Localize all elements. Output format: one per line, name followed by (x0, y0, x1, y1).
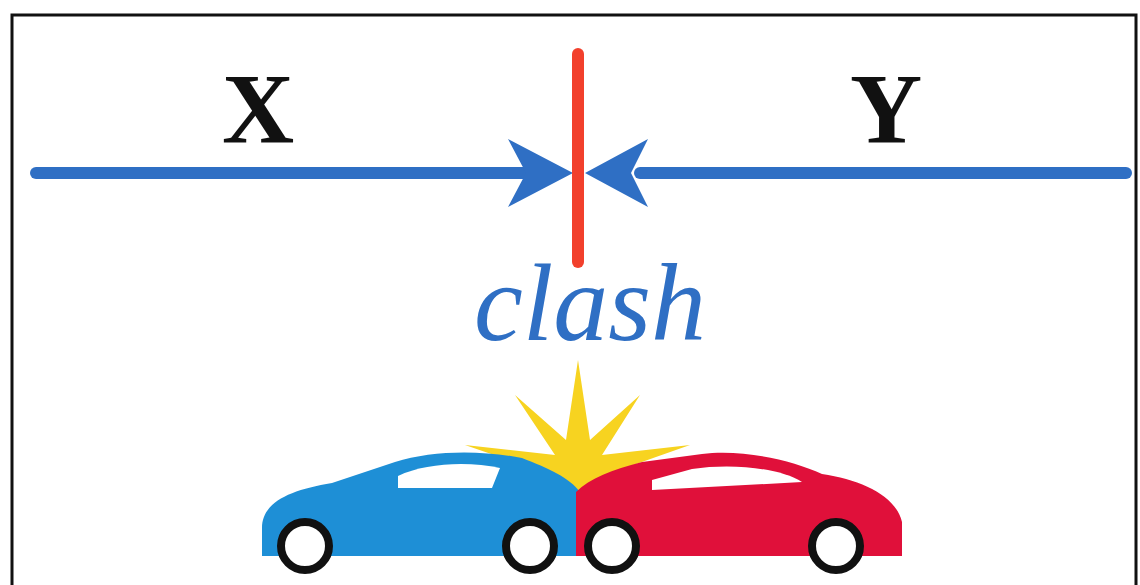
arrow-shaft (640, 167, 1126, 179)
frame (12, 15, 1136, 585)
arrow-head (585, 139, 648, 207)
axis-letter: Y (850, 59, 922, 159)
red-car (576, 453, 902, 570)
arrow-shaft (36, 167, 525, 179)
clash-line (572, 54, 584, 262)
blue-car (262, 452, 580, 570)
axis-letter: X (222, 59, 294, 159)
arrow-head (508, 139, 573, 207)
caption-word: clash (474, 248, 706, 358)
